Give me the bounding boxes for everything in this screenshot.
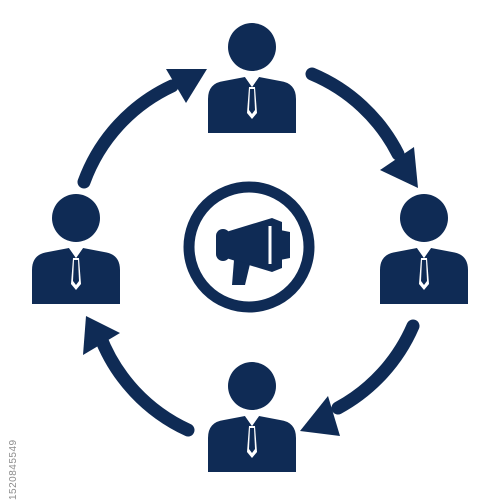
arrow-top-left — [77, 79, 179, 189]
arrowhead-right — [380, 147, 418, 188]
arrow-bottom-left — [93, 329, 195, 437]
person-icon-left — [32, 194, 120, 304]
arrowhead-bottom — [300, 396, 340, 436]
arrowhead-top — [166, 69, 207, 103]
arrowhead-left — [83, 316, 120, 355]
person-icon-top — [208, 23, 296, 133]
megaphone-icon — [183, 181, 315, 313]
arrow-top-right — [305, 67, 405, 161]
person-icon-right — [380, 194, 468, 304]
person-icon-bottom — [208, 362, 296, 472]
watermark-stock-id: 1520845549 — [8, 439, 19, 500]
arrow-bottom-right — [331, 319, 420, 415]
